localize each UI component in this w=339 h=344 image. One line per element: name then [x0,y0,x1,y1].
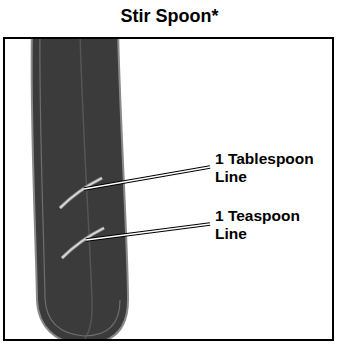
spoon-rim [40,38,120,336]
part-label: 1 Teaspoon Line [215,207,333,243]
teaspoon-mark [62,228,104,258]
leader-line [84,167,210,189]
tablespoon-mark [60,178,102,208]
spoon-body [32,38,128,340]
part-label: 1 Tablespoon Line [215,150,333,186]
frame [4,38,333,340]
leader-line [86,224,210,240]
leader-line [86,224,210,240]
teaspoon-mark [62,228,104,258]
leader-line [84,167,210,189]
spoon [32,38,128,340]
tablespoon-mark [60,178,102,208]
leader-lines [84,167,210,240]
title: Stir Spoon* [0,6,339,27]
